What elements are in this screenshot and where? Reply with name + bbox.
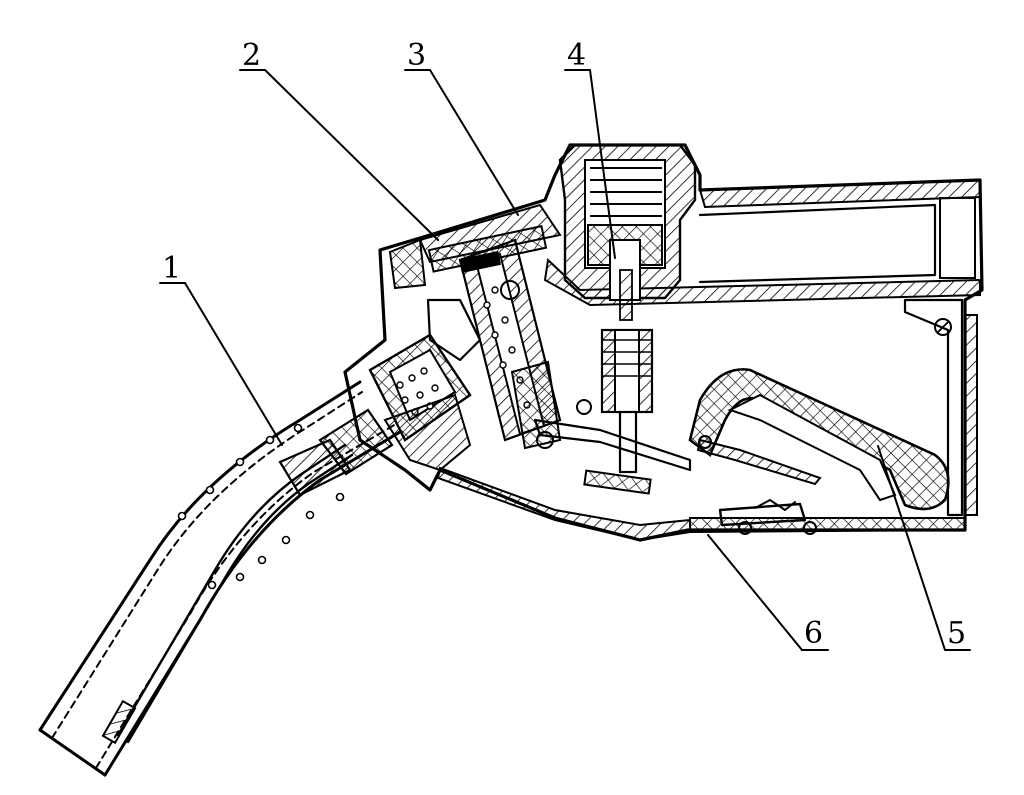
main-valve-cap <box>558 143 697 321</box>
callout-label-2: 2 <box>242 38 261 73</box>
outlet-valve <box>368 298 482 472</box>
callout-label-5: 5 <box>947 616 966 651</box>
callout-label-3: 3 <box>407 38 426 73</box>
callout-3: 3 <box>404 38 519 216</box>
callout-label-1: 1 <box>162 251 181 286</box>
lever-guard <box>718 499 817 535</box>
callout-5: 5 <box>877 445 971 651</box>
trigger-lever <box>533 368 950 511</box>
spout-tube <box>38 380 402 777</box>
valve-stem-assembly <box>576 328 654 474</box>
callout-1: 1 <box>159 251 283 446</box>
callout-label-4: 4 <box>567 38 586 73</box>
callout-4: 4 <box>564 38 616 259</box>
callout-label-6: 6 <box>804 616 823 651</box>
callout-2: 2 <box>239 38 439 241</box>
callout-6: 6 <box>707 534 829 651</box>
auto-shutoff-valve <box>427 224 562 450</box>
